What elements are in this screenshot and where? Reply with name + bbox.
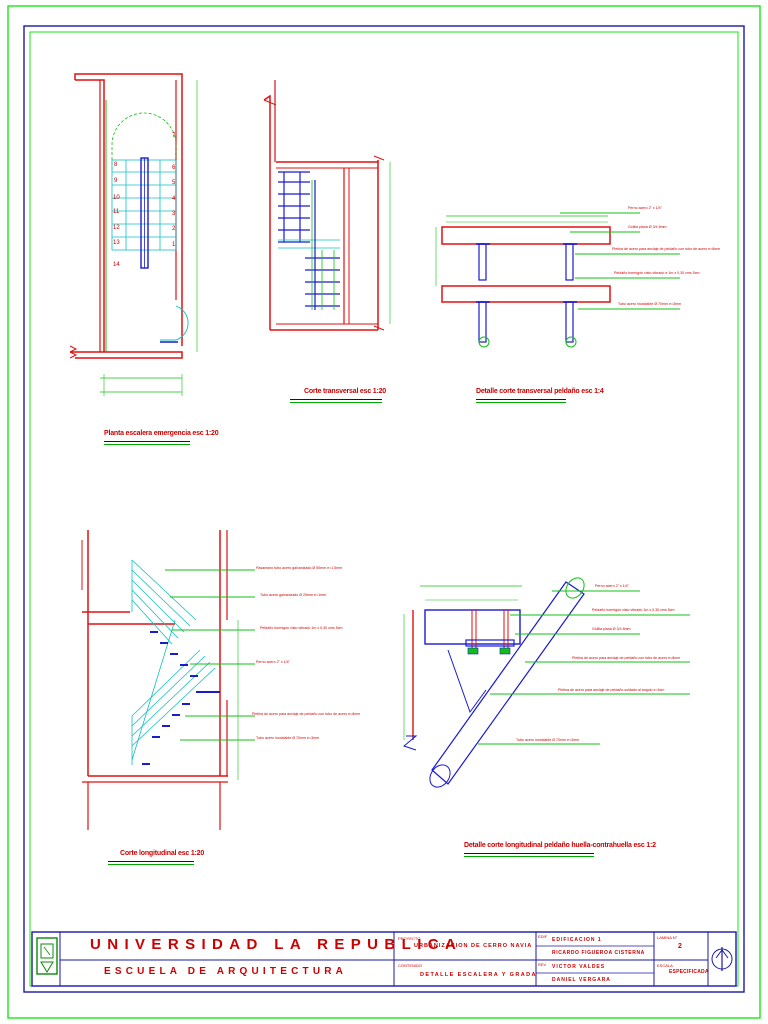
project-label: PROYECTO — [398, 936, 421, 941]
reviewer-2-name: DANIEL VERGARA — [552, 977, 611, 983]
north-arrow-icon — [711, 947, 733, 971]
caption-plan: Planta escalera emergencia esc 1:20 — [104, 430, 219, 437]
outer-border — [7, 5, 761, 1019]
long-detail-note-3: Golilla plana Ø 3/4 8mm — [592, 627, 631, 631]
scale-value: ESPECIFICADA — [669, 969, 709, 975]
stair-number-right-7: 7 — [172, 133, 176, 139]
caption-cross-detail-underline — [476, 399, 566, 400]
long-detail-view — [402, 577, 690, 788]
inner-border — [23, 25, 745, 993]
caption-long-detail-underline — [464, 853, 594, 854]
caption-plan-underline-2 — [104, 444, 190, 445]
stair-number-left-11: 11 — [113, 209, 120, 215]
stair-number-left-9: 9 — [114, 178, 118, 184]
stair-number-right-5: 5 — [172, 180, 176, 186]
sheet-label: LAMINA N° — [657, 935, 678, 940]
caption-long-detail: Detalle corte longitudinal peldaño huell… — [464, 842, 656, 849]
caption-cross-detail: Detalle corte transversal peldaño esc 1:… — [476, 388, 604, 395]
long-section-note-5: Pletina de acero para anclaje de peldaño… — [252, 712, 361, 716]
long-detail-note-2: Peldaño hormigón visto vibrado 1m x 0,30… — [592, 608, 675, 612]
scale-label: ESCALA — [657, 963, 673, 968]
building-label: EDIF — [538, 934, 548, 939]
stair-number-right-4: 4 — [172, 196, 176, 202]
stair-number-left-13: 13 — [113, 240, 120, 246]
project-name: URBANIZACION DE CERRO NAVIA — [414, 943, 533, 949]
caption-cross-detail-underline-2 — [476, 402, 566, 403]
caption-long-section: Corte longitudinal esc 1:20 — [120, 850, 205, 857]
caption-cross-section: Corte transversal esc 1:20 — [304, 388, 386, 395]
long-section-note-2: Tubo acero galvanizado Ø 25mm e=1mm — [260, 593, 327, 597]
title-block-frame — [31, 931, 737, 987]
caption-long-section-underline — [108, 861, 194, 862]
long-detail-note-1: Perno acero 2" x 1/4" — [595, 584, 629, 588]
stair-number-right-6: 6 — [172, 165, 176, 171]
long-section-note-1: Pasamano tubo acero galvanizado Ø 50mm e… — [256, 566, 343, 570]
plan-view — [69, 73, 198, 396]
long-section-note-6: Tubo acero inoxidable Ø 70mm e=3mm — [256, 736, 320, 740]
reviewer-1-name: VICTOR VALDES — [552, 964, 606, 970]
sheet-number: 2 — [678, 943, 683, 950]
cross-detail-note-2: Golilla plana Ø 3/4 8mm — [628, 225, 667, 229]
cross-detail-note-3: Pletina de acero para anclaje de peldaño… — [612, 247, 721, 251]
stair-number-left-8: 8 — [114, 162, 118, 168]
content-label: CONTENIDO — [398, 963, 422, 968]
cross-section-view — [263, 80, 391, 331]
cross-detail-note-4: Peldaño hormigón visto vibrado e 1m x 0,… — [614, 271, 700, 275]
author-name: RICARDO FIGUEROA CISTERNA — [552, 950, 645, 956]
stair-number-left-10: 10 — [113, 195, 120, 201]
long-detail-note-6: Tubo acero inoxidable Ø 70mm e=3mm — [516, 738, 580, 742]
caption-cross-section-underline-2 — [290, 402, 382, 403]
cross-detail-note-5: Tubo acero inoxidable Ø 70mm e=3mm — [618, 302, 682, 306]
caption-long-detail-underline-2 — [464, 856, 594, 857]
cross-detail-view — [435, 212, 680, 348]
reviewer-label: REV — [538, 962, 547, 967]
long-section-note-3: Peldaño hormigón visto vibrado 1m x 0,30… — [260, 626, 343, 630]
stair-number-right-3: 3 — [172, 211, 176, 217]
long-section-note-4: Perno acero 2" x 1/4" — [256, 660, 290, 664]
long-section-view — [81, 530, 255, 830]
long-detail-note-4: Pletina de acero para anclaje de peldaño… — [572, 656, 681, 660]
school-name: ESCUELA DE ARQUITECTURA — [104, 966, 348, 977]
caption-cross-section-underline — [290, 399, 382, 400]
content-name: DETALLE ESCALERA Y GRADA — [420, 972, 537, 978]
stair-number-right-2: 2 — [172, 226, 176, 232]
stair-number-left-14: 14 — [113, 262, 120, 268]
long-detail-note-5: Pletina de acero para anclaje de peldaño… — [558, 688, 665, 692]
stair-number-left-12: 12 — [113, 225, 120, 231]
university-crest-icon — [36, 937, 58, 975]
caption-long-section-underline-2 — [108, 864, 194, 865]
cross-detail-note-1: Perno acero 2" x 1/4" — [628, 206, 662, 210]
university-name: UNIVERSIDAD LA REPUBLICA — [90, 936, 463, 953]
caption-plan-underline — [104, 441, 190, 442]
building-name: EDIFICACION 1 — [552, 937, 602, 943]
stair-number-right-1: 1 — [172, 242, 176, 248]
